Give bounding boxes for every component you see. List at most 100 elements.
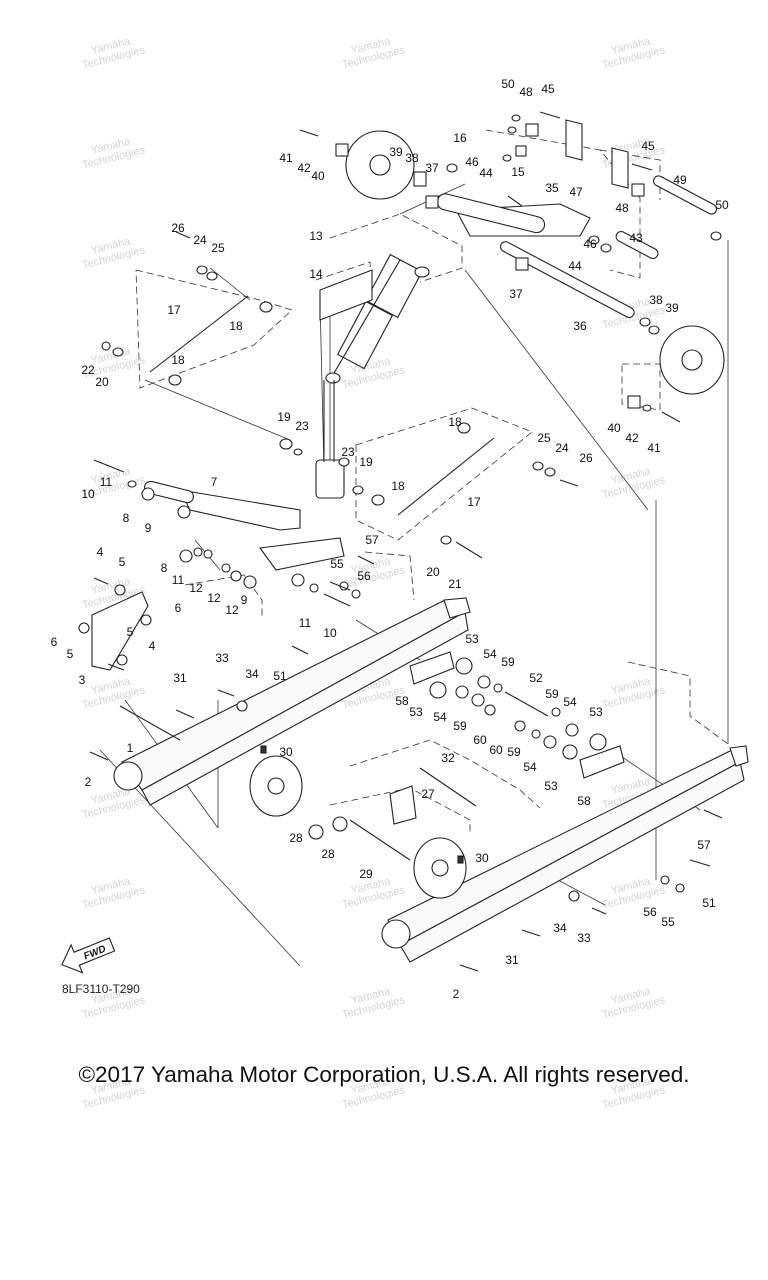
callout-50: 50 <box>501 77 515 91</box>
callout-53: 53 <box>589 705 603 719</box>
callout-11: 11 <box>100 475 113 489</box>
callout-57: 57 <box>697 838 711 852</box>
callout-5: 5 <box>127 625 134 639</box>
callout-55: 55 <box>661 915 675 929</box>
callout-9: 9 <box>241 593 248 607</box>
callout-40: 40 <box>607 421 621 435</box>
callout-29: 29 <box>359 867 373 881</box>
callout-59: 59 <box>545 687 559 701</box>
callout-51: 51 <box>702 896 716 910</box>
callout-37: 37 <box>425 161 439 175</box>
slide-rails <box>113 597 749 963</box>
callout-12: 12 <box>225 603 239 617</box>
callout-19: 19 <box>359 455 373 469</box>
callout-27: 27 <box>421 787 435 801</box>
callout-45: 45 <box>641 139 655 153</box>
callout-11: 11 <box>172 573 185 587</box>
diagram-code: 8LF3110-T290 <box>62 982 140 996</box>
callout-42: 42 <box>625 431 639 445</box>
callout-24: 24 <box>193 233 207 247</box>
rear-axles <box>119 691 549 899</box>
callout-39: 39 <box>665 301 679 315</box>
callout-13: 13 <box>309 229 323 243</box>
callout-9: 9 <box>145 521 152 535</box>
callout-numbers: 1223445556678899101011111112121213141516… <box>51 77 729 1001</box>
callout-20: 20 <box>426 565 440 579</box>
callout-18: 18 <box>171 353 185 367</box>
callout-4: 4 <box>149 639 156 653</box>
callout-53: 53 <box>409 705 423 719</box>
callout-46: 46 <box>583 237 597 251</box>
callout-22: 22 <box>81 363 95 377</box>
callout-38: 38 <box>405 151 419 165</box>
callout-8: 8 <box>161 561 168 575</box>
callout-36: 36 <box>573 319 587 333</box>
callout-8: 8 <box>123 511 130 525</box>
callout-28: 28 <box>321 847 335 861</box>
callout-30: 30 <box>475 851 489 865</box>
callout-49: 49 <box>673 173 687 187</box>
callout-41: 41 <box>279 151 293 165</box>
callout-32: 32 <box>441 751 455 765</box>
callout-7: 7 <box>211 475 218 489</box>
callout-59: 59 <box>501 655 515 669</box>
callout-59: 59 <box>453 719 467 733</box>
callout-48: 48 <box>519 85 533 99</box>
callout-28: 28 <box>289 831 303 845</box>
callout-15: 15 <box>511 165 525 179</box>
callout-25: 25 <box>537 431 551 445</box>
callout-45: 45 <box>541 82 555 96</box>
callout-39: 39 <box>389 145 403 159</box>
callout-18: 18 <box>391 479 405 493</box>
callout-43: 43 <box>629 231 643 245</box>
fwd-label: FWD <box>82 944 107 963</box>
callout-17: 17 <box>167 303 181 317</box>
callout-60: 60 <box>473 733 487 747</box>
callout-54: 54 <box>483 647 497 661</box>
callout-54: 54 <box>563 695 577 709</box>
callout-53: 53 <box>544 779 558 793</box>
group-boundaries <box>135 129 729 832</box>
callout-6: 6 <box>51 635 58 649</box>
front-link <box>91 591 149 671</box>
callout-26: 26 <box>579 451 593 465</box>
callout-55: 55 <box>330 557 344 571</box>
callout-59: 59 <box>507 745 521 759</box>
callout-23: 23 <box>341 445 355 459</box>
callout-14: 14 <box>309 267 323 281</box>
callout-48: 48 <box>615 201 629 215</box>
callout-3: 3 <box>79 673 86 687</box>
callout-44: 44 <box>479 166 493 180</box>
callout-12: 12 <box>189 581 203 595</box>
callout-4: 4 <box>97 545 104 559</box>
rear-suspension-parts-diagram: FWD 122344555667889910101111111212121314… <box>51 77 749 1001</box>
copyright-notice: ©2017 Yamaha Motor Corporation, U.S.A. A… <box>78 1062 690 1087</box>
callout-12: 12 <box>207 591 221 605</box>
callout-10: 10 <box>81 487 95 501</box>
callout-53: 53 <box>465 632 479 646</box>
rear-shock-absorber <box>315 253 430 499</box>
callout-18: 18 <box>229 319 243 333</box>
callout-18: 18 <box>448 415 462 429</box>
callout-5: 5 <box>119 555 126 569</box>
callout-31: 31 <box>173 671 187 685</box>
callout-52: 52 <box>529 671 543 685</box>
callout-17: 17 <box>467 495 481 509</box>
callout-58: 58 <box>577 794 591 808</box>
callout-54: 54 <box>523 760 537 774</box>
callout-2: 2 <box>453 987 460 1001</box>
callout-11: 11 <box>299 616 312 630</box>
callout-56: 56 <box>643 905 657 919</box>
callout-23: 23 <box>295 419 309 433</box>
callout-24: 24 <box>555 441 569 455</box>
callout-19: 19 <box>277 410 291 424</box>
callout-26: 26 <box>171 221 185 235</box>
callout-31: 31 <box>505 953 519 967</box>
fwd-arrow-icon: FWD <box>61 937 116 974</box>
hardware <box>78 114 722 902</box>
callout-10: 10 <box>323 626 337 640</box>
callout-34: 34 <box>553 921 567 935</box>
callout-42: 42 <box>297 161 311 175</box>
callout-54: 54 <box>433 710 447 724</box>
callout-20: 20 <box>95 375 109 389</box>
